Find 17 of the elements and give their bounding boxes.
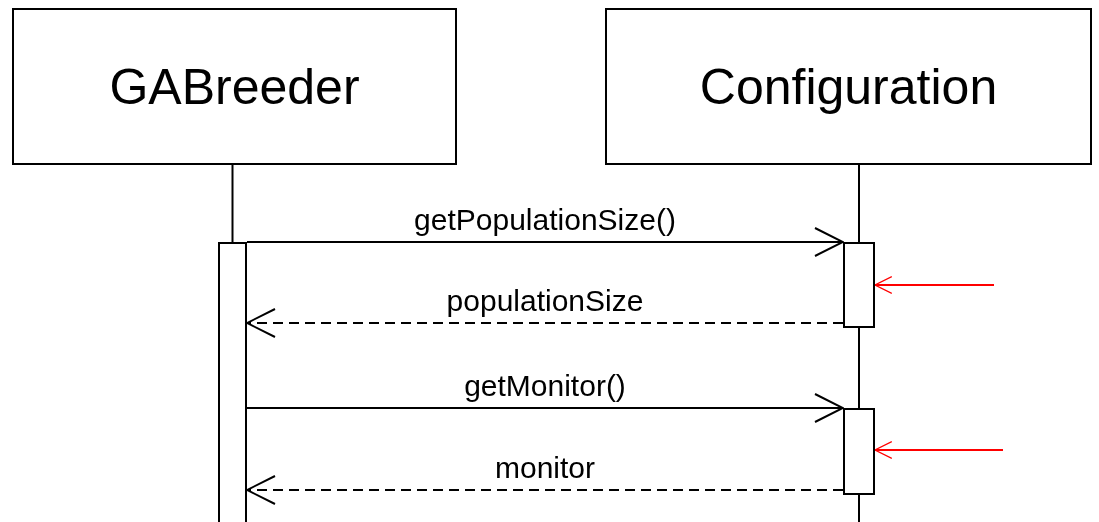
return-arrow [246,308,844,338]
lifeline-header-box [605,8,1092,165]
lifeline [231,164,234,243]
activation-bar [843,408,875,495]
message-arrow [246,227,844,257]
pointer-arrow [874,276,995,294]
participant-name: GABreeder [109,57,360,116]
activation-bar [218,242,247,522]
activation-bar [843,242,875,328]
lifeline [858,327,860,409]
return-arrow [246,475,844,505]
message-arrow [246,393,844,423]
lifeline-header-box [12,8,457,165]
pointer-arrow [874,441,1004,459]
participant-name: Configuration [699,57,998,116]
lifeline [858,494,860,522]
lifeline [858,164,860,243]
